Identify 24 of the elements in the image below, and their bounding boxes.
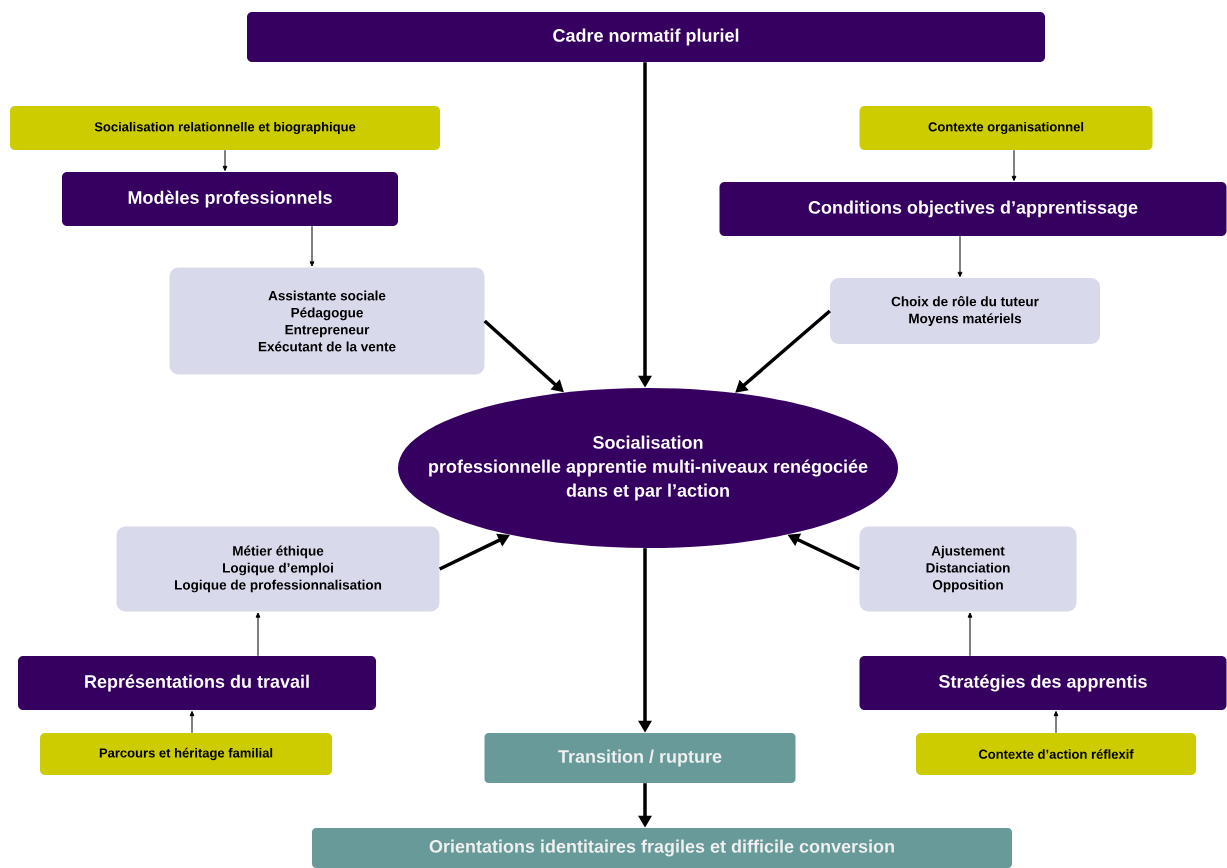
header-box: Cadre normatif pluriel [247,12,1045,62]
arrow [1011,149,1017,181]
header-box: Représentations du travail [18,656,376,710]
arrow [967,612,973,657]
list-box: Métier éthique Logique d’emploi Logique de professionnalisation [116,526,440,612]
arrow [189,711,195,734]
list-box: Assistante sociale Pédagogue Entrepreneur Exécutant de la vente [169,267,485,375]
context-box: Contexte d’action réflexif [916,733,1196,775]
arrow [222,149,228,171]
outcome-box: Orientations identitaires fragiles et difficile conversion [312,828,1012,868]
list-box: Choix de rôle du tuteur Moyens matériels [830,278,1100,344]
arrow [735,309,831,393]
context-box: Contexte organisationnel [859,106,1153,150]
arrow [1053,711,1059,734]
header-box: Modèles professionnels [62,172,398,226]
list-box: Ajustement Distanciation Opposition [859,526,1077,612]
context-box: Parcours et héritage familial [40,733,332,775]
arrow [255,612,261,657]
context-box: Socialisation relationnelle et biographique [10,106,440,150]
header-box: Conditions objectives d’apprentissage [719,182,1227,236]
arrow [957,235,963,277]
header-box: Stratégies des apprentis [859,656,1227,710]
arrow [309,225,315,267]
outcome-box: Transition / rupture [484,733,796,783]
